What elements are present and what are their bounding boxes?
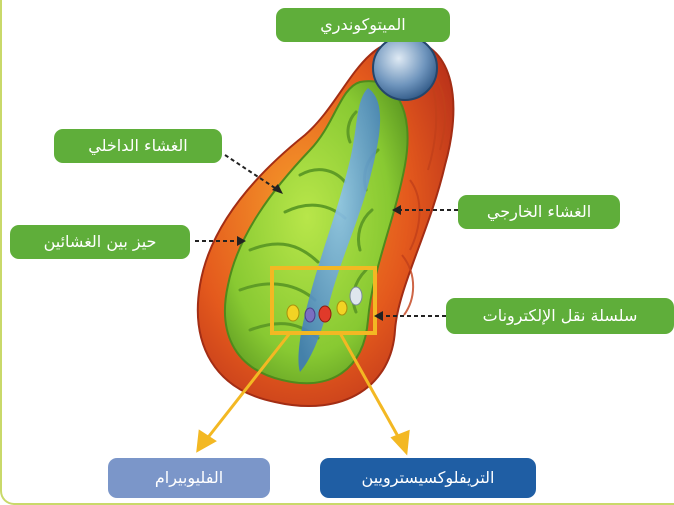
flavin-label: الفليوبيرام: [108, 458, 270, 498]
triflo-label: التريفلوكسيسترويين: [320, 458, 536, 498]
title-label: الميتوكوندري: [276, 8, 450, 42]
outer-membrane-label: الغشاء الخارجي: [458, 195, 620, 229]
intermembrane-space-label: حيز بين الغشائين: [10, 225, 190, 259]
electron-transport-chain-label: سلسلة نقل الإلكترونات: [446, 298, 674, 334]
inner-membrane-label: الغشاء الداخلي: [54, 129, 222, 163]
knob: [373, 36, 437, 100]
